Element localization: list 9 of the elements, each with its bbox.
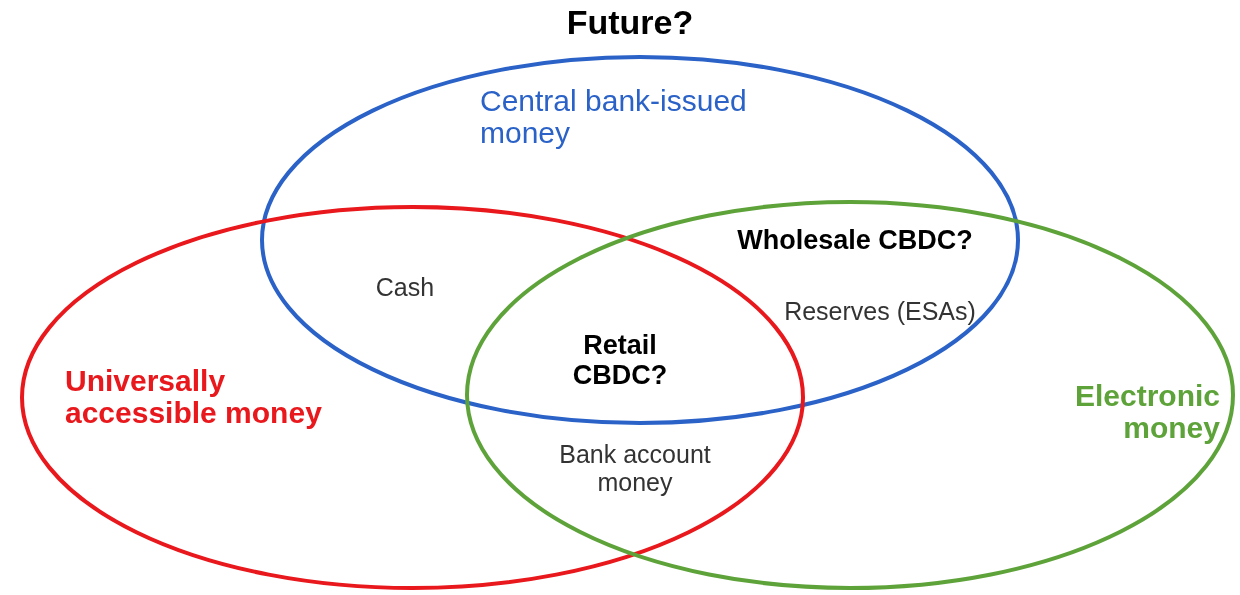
region-label: Reserves (ESAs)	[783, 297, 977, 325]
set-label: Central bank-issued money	[480, 85, 748, 149]
title: Future?	[565, 2, 695, 42]
set-label: Universally accessible money	[65, 365, 323, 429]
region-label: Bank account money	[558, 440, 712, 496]
set-label: Electronic money	[1073, 380, 1220, 444]
region-label: Cash	[374, 273, 436, 301]
region-label: Retail CBDC?	[571, 330, 669, 390]
region-label: Wholesale CBDC?	[736, 225, 974, 255]
